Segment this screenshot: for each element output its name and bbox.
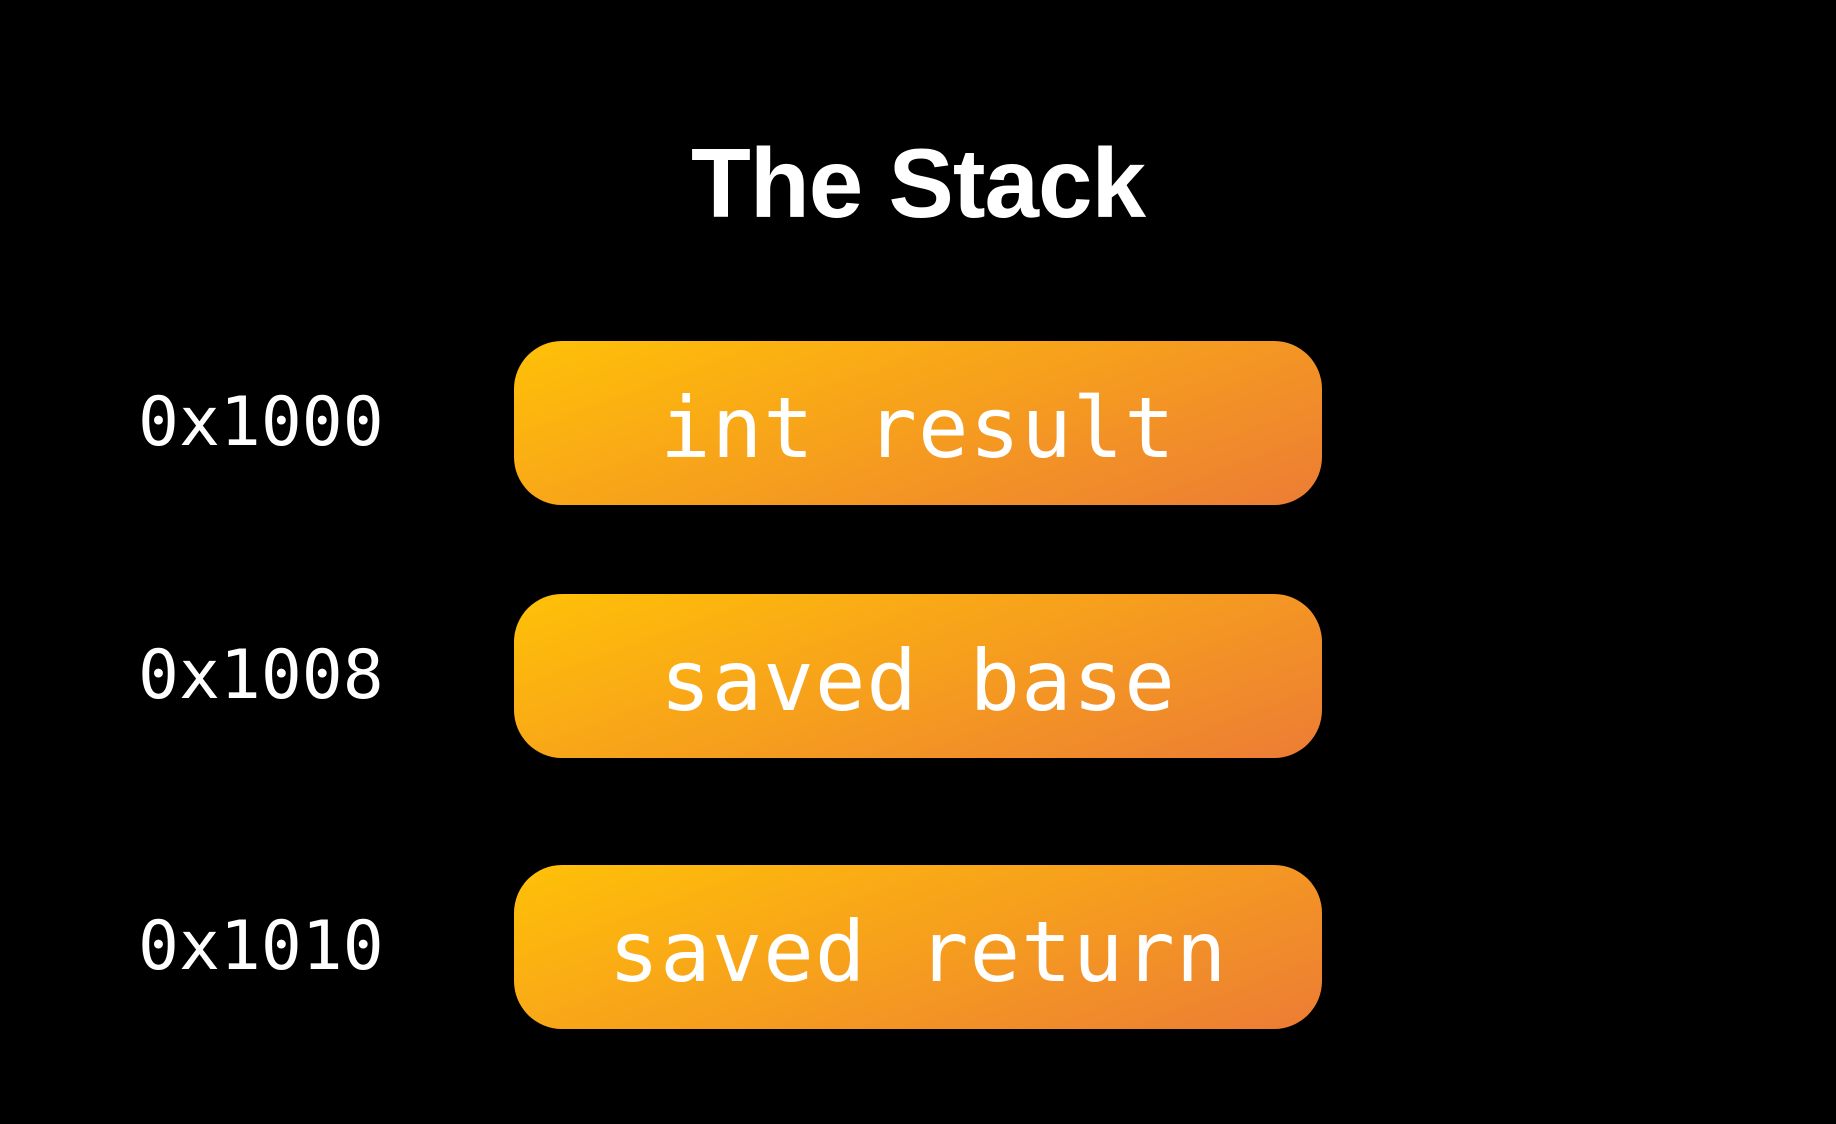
stack-cell-label: saved base	[660, 632, 1176, 730]
stack-row: 0x1010 saved return	[0, 865, 1836, 1029]
stack-address: 0x1008	[138, 636, 384, 715]
stack-row: 0x1000 int result	[0, 341, 1836, 505]
diagram-title: The Stack	[691, 128, 1146, 238]
stack-address: 0x1010	[138, 907, 384, 986]
stack-address: 0x1000	[138, 383, 384, 462]
stack-cell: saved return	[514, 865, 1322, 1029]
stack-cell-label: int result	[660, 379, 1176, 477]
stack-cell-label: saved return	[608, 903, 1228, 1001]
stack-row: 0x1008 saved base	[0, 594, 1836, 758]
stack-cell: int result	[514, 341, 1322, 505]
stack-cell: saved base	[514, 594, 1322, 758]
